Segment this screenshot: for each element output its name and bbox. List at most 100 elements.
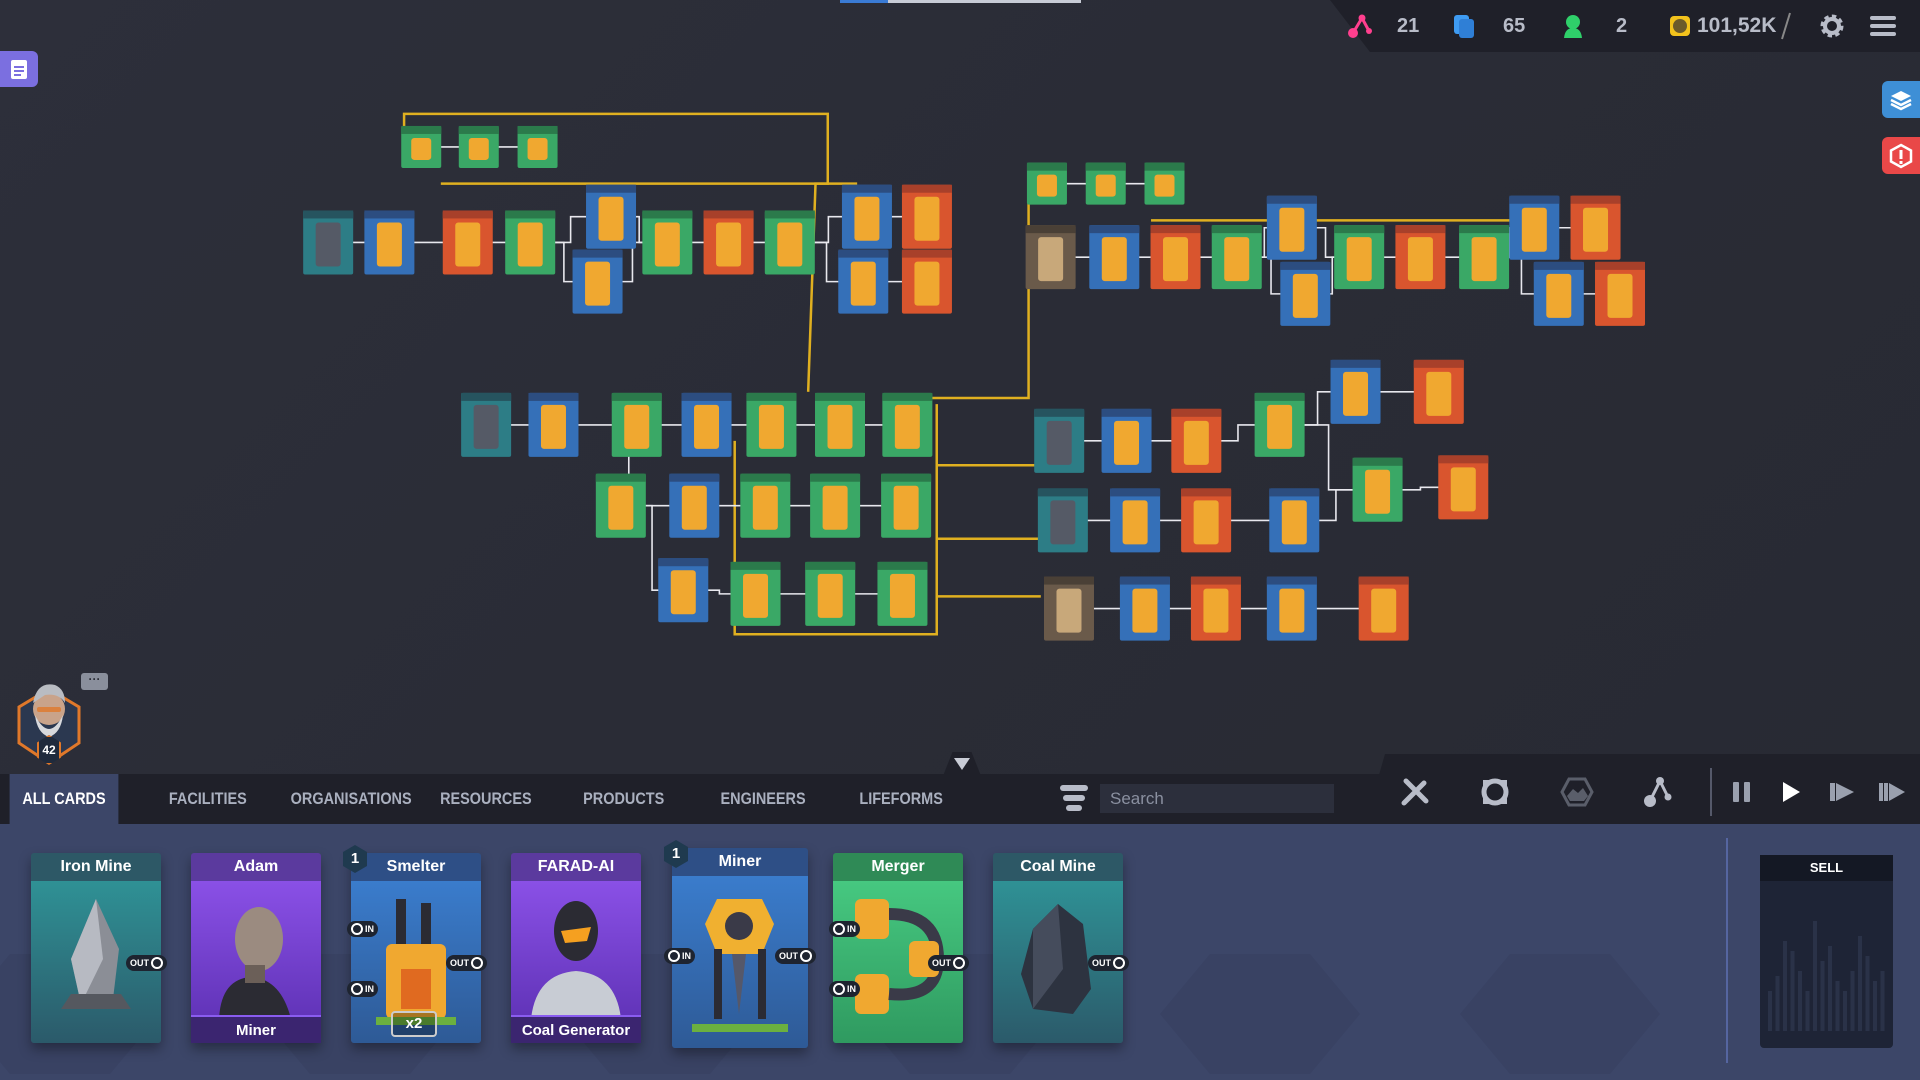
card-farad-ai[interactable]: FARAD-AI Coal Generator bbox=[511, 853, 641, 1043]
output-port[interactable]: OUT bbox=[928, 955, 969, 971]
graph-node-card[interactable] bbox=[901, 184, 952, 249]
graph-node-card[interactable] bbox=[1280, 261, 1331, 326]
input-port[interactable]: IN bbox=[347, 921, 378, 937]
graph-node-card[interactable] bbox=[458, 125, 499, 168]
tab-products[interactable]: PRODUCTS bbox=[583, 789, 665, 808]
graph-node-card[interactable] bbox=[1269, 488, 1320, 553]
coin-gear-icon[interactable] bbox=[1475, 772, 1515, 812]
output-port[interactable]: OUT bbox=[775, 948, 816, 964]
card-iron-mine[interactable]: Iron Mine OUT bbox=[31, 853, 167, 1043]
filter-icon[interactable] bbox=[1054, 778, 1094, 818]
graph-node-card[interactable] bbox=[642, 210, 693, 275]
graph-node-card[interactable] bbox=[1330, 359, 1381, 424]
graph-node-card[interactable] bbox=[730, 561, 781, 626]
graph-node-card[interactable] bbox=[746, 392, 797, 457]
card-coal-mine[interactable]: Coal Mine OUT bbox=[993, 853, 1129, 1043]
layers-button[interactable] bbox=[1882, 81, 1920, 118]
output-port[interactable]: OUT bbox=[1088, 955, 1129, 971]
card-miner[interactable]: Miner 1 IN OUT bbox=[664, 840, 816, 1048]
graph-node-card[interactable] bbox=[841, 184, 892, 249]
graph-node-card[interactable] bbox=[764, 210, 815, 275]
graph-node-card[interactable] bbox=[461, 392, 512, 457]
graph-node-card[interactable] bbox=[517, 125, 558, 168]
graph-node-card[interactable] bbox=[815, 392, 866, 457]
player-avatar[interactable]: 42 bbox=[15, 671, 83, 771]
graph-node-card[interactable] bbox=[442, 210, 493, 275]
tab-engineers[interactable]: ENGINEERS bbox=[720, 789, 806, 808]
graph-node-card[interactable] bbox=[681, 392, 732, 457]
graph-node-card[interactable] bbox=[1181, 488, 1232, 553]
graph-node-card[interactable] bbox=[1101, 408, 1152, 473]
tools-icon[interactable] bbox=[1395, 772, 1435, 812]
graph-node-card[interactable] bbox=[303, 210, 354, 275]
sell-drop-zone[interactable]: SELL bbox=[1760, 855, 1893, 1048]
input-port[interactable]: IN bbox=[347, 981, 378, 997]
graph-node-card[interactable] bbox=[838, 249, 889, 314]
graph-node-card[interactable] bbox=[528, 392, 579, 457]
tab-resources[interactable]: RESOURCES bbox=[440, 789, 532, 808]
graph-node-card[interactable] bbox=[1211, 225, 1262, 290]
graph-node-card[interactable] bbox=[1144, 162, 1185, 205]
gear-icon[interactable] bbox=[1818, 0, 1846, 52]
graph-node-card[interactable] bbox=[740, 473, 791, 538]
tab-all-cards[interactable]: ALL CARDS bbox=[9, 774, 119, 824]
graph-node-card[interactable] bbox=[1150, 225, 1201, 290]
graph-node-card[interactable] bbox=[1570, 195, 1621, 260]
graph-node-card[interactable] bbox=[1438, 455, 1489, 520]
input-port[interactable]: IN bbox=[829, 921, 860, 937]
input-port[interactable]: IN bbox=[829, 981, 860, 997]
graph-node-card[interactable] bbox=[1119, 576, 1170, 641]
graph-node-card[interactable] bbox=[877, 561, 928, 626]
graph-node-card[interactable] bbox=[881, 473, 932, 538]
graph-node-card[interactable] bbox=[1254, 392, 1305, 457]
graph-node-card[interactable] bbox=[805, 561, 856, 626]
graph-node-card[interactable] bbox=[1509, 195, 1560, 260]
fastest-forward-icon[interactable] bbox=[1872, 772, 1912, 812]
production-graph[interactable] bbox=[0, 0, 1920, 775]
card-merger[interactable]: Merger IN IN OUT bbox=[829, 853, 969, 1043]
graph-node-card[interactable] bbox=[703, 210, 754, 275]
network-graph-icon[interactable] bbox=[1638, 772, 1678, 812]
alert-button[interactable] bbox=[1882, 137, 1920, 174]
hamburger-menu-icon[interactable] bbox=[1870, 0, 1896, 52]
fast-forward-icon[interactable] bbox=[1822, 772, 1862, 812]
graph-node-card[interactable] bbox=[364, 210, 415, 275]
graph-node-card[interactable] bbox=[1043, 576, 1094, 641]
graph-node-card[interactable] bbox=[505, 210, 556, 275]
graph-node-card[interactable] bbox=[1413, 359, 1464, 424]
pause-icon[interactable] bbox=[1722, 772, 1762, 812]
graph-node-card[interactable] bbox=[669, 473, 720, 538]
search-input[interactable] bbox=[1100, 784, 1334, 813]
graph-node-card[interactable] bbox=[810, 473, 861, 538]
graph-node-card[interactable] bbox=[572, 249, 623, 314]
chat-bubble-icon[interactable]: ··· bbox=[81, 673, 108, 690]
graph-node-card[interactable] bbox=[1171, 408, 1222, 473]
graph-node-card[interactable] bbox=[586, 184, 637, 249]
input-port[interactable]: IN bbox=[664, 948, 695, 964]
graph-node-card[interactable] bbox=[882, 392, 933, 457]
graph-node-card[interactable] bbox=[1358, 576, 1409, 641]
graph-node-card[interactable] bbox=[611, 392, 662, 457]
notes-button[interactable] bbox=[0, 51, 38, 87]
tab-organisations[interactable]: ORGANISATIONS bbox=[290, 789, 412, 808]
graph-node-card[interactable] bbox=[1110, 488, 1161, 553]
graph-node-card[interactable] bbox=[1085, 162, 1126, 205]
graph-node-card[interactable] bbox=[401, 125, 442, 168]
graph-node-card[interactable] bbox=[1266, 576, 1317, 641]
tab-facilities[interactable]: FACILITIES bbox=[168, 789, 247, 808]
graph-node-card[interactable] bbox=[1190, 576, 1241, 641]
graph-node-card[interactable] bbox=[1026, 162, 1067, 205]
tab-lifeforms[interactable]: LIFEFORMS bbox=[859, 789, 943, 808]
graph-node-card[interactable] bbox=[658, 558, 709, 623]
graph-node-card[interactable] bbox=[1089, 225, 1140, 290]
graph-node-card[interactable] bbox=[1266, 195, 1317, 260]
graph-node-card[interactable] bbox=[1025, 225, 1076, 290]
card-adam[interactable]: Adam Miner bbox=[191, 853, 321, 1043]
graph-node-card[interactable] bbox=[595, 473, 646, 538]
factory-canvas[interactable] bbox=[0, 0, 1920, 775]
graph-node-card[interactable] bbox=[1352, 457, 1403, 522]
graph-node-card[interactable] bbox=[1034, 408, 1085, 473]
graph-node-card[interactable] bbox=[901, 249, 952, 314]
output-port[interactable]: OUT bbox=[126, 955, 167, 971]
graph-node-card[interactable] bbox=[1595, 261, 1646, 326]
